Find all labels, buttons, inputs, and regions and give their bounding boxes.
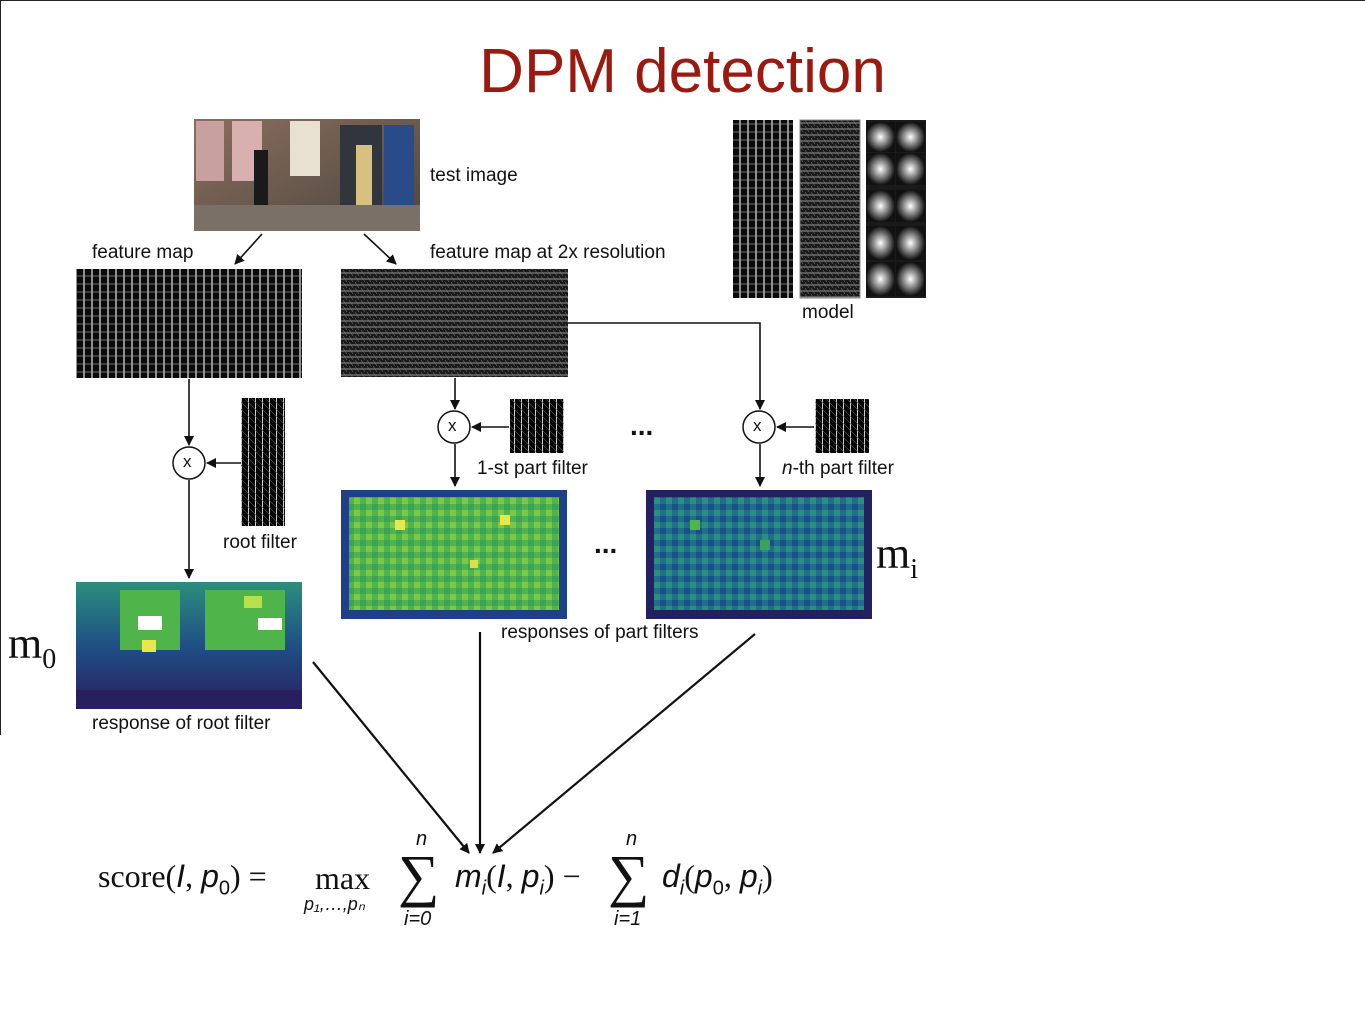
- symbol-mi: mi: [876, 529, 919, 585]
- part-response-first: [341, 490, 567, 619]
- formula-sum1: ∑: [398, 843, 440, 908]
- multiply-label-part-nth: x: [753, 416, 762, 435]
- label-part-filter-nth: n-th part filter: [782, 458, 894, 479]
- label-root-filter: root filter: [223, 532, 297, 553]
- root-response: [76, 582, 302, 709]
- test-image: [194, 119, 420, 231]
- label-feature-map-2x: feature map at 2x resolution: [430, 242, 666, 263]
- label-test-image: test image: [430, 165, 518, 186]
- part-response-nth: [646, 490, 872, 619]
- flow-arrows: [184, 233, 814, 854]
- formula-sum2-top: n: [626, 828, 638, 850]
- formula-sum1-bottom: i=0: [404, 908, 432, 930]
- score-formula: score(I, p0) =: [98, 858, 267, 900]
- formula-term2: di(p0, pi): [662, 858, 773, 900]
- feature-map-2x: [341, 269, 568, 377]
- formula-term1: mi(I, pi) −: [455, 858, 581, 900]
- model-image: [733, 119, 926, 299]
- slide-left-border: [0, 0, 1, 735]
- multiply-node-part-nth: [742, 410, 776, 444]
- multiply-label-part-first: x: [448, 416, 457, 435]
- label-model: model: [802, 302, 854, 323]
- label-part-filter-first: 1-st part filter: [477, 458, 588, 479]
- ellipsis-responses: ...: [594, 528, 618, 559]
- feature-map: [76, 269, 302, 378]
- formula-sum1-top: n: [416, 828, 428, 850]
- root-filter-image: [241, 398, 285, 526]
- formula-max: max: [315, 860, 371, 896]
- label-feature-map: feature map: [92, 242, 194, 263]
- multiply-label-root: x: [183, 452, 192, 471]
- part-filter-nth-image: [815, 399, 869, 453]
- label-response-root: response of root filter: [92, 713, 271, 734]
- slide-top-border: [0, 0, 1365, 1]
- symbol-m0: m0: [8, 619, 57, 675]
- ellipsis-filters: ...: [630, 410, 654, 441]
- slide-title: DPM detection: [479, 37, 886, 106]
- multiply-node-root: [172, 446, 206, 480]
- formula-sum2: ∑: [608, 843, 650, 908]
- formula-sum2-bottom: i=1: [614, 908, 642, 930]
- label-responses-part: responses of part filters: [501, 622, 699, 643]
- multiply-node-part-first: [437, 410, 471, 444]
- part-filter-first-image: [510, 399, 564, 453]
- formula-max-subscript: p₁,…,pₙ: [304, 894, 365, 914]
